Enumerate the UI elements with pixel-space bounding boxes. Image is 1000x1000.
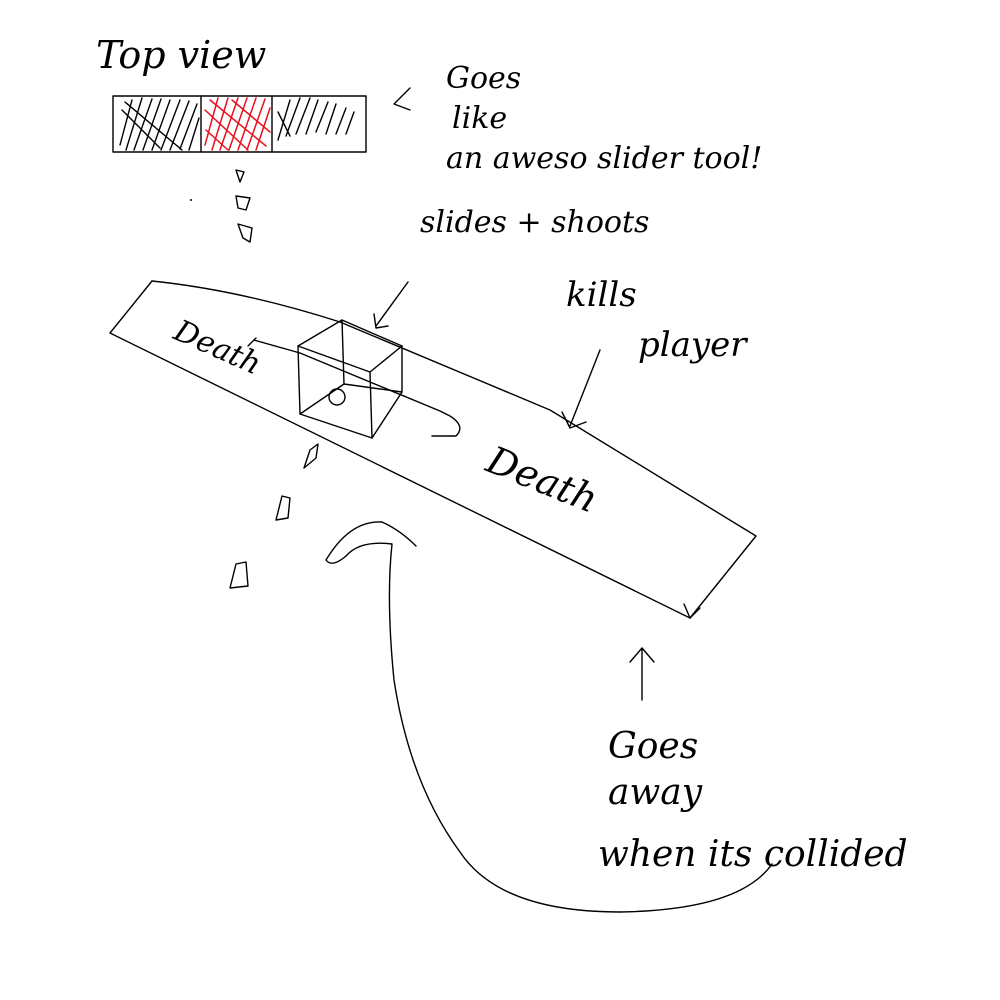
projectile-icon: [235, 169, 245, 183]
shot-icon: [275, 495, 291, 521]
bar-middle-red-hatch: [204, 97, 271, 151]
bar-outline: [112, 95, 367, 153]
beam-tip: [683, 603, 701, 619]
note-line-slider-tool: an aweso slider tool!: [446, 141, 762, 176]
up-arrow-icon: [629, 647, 655, 701]
slider-cube: [247, 319, 461, 439]
player-label: player: [638, 325, 748, 365]
cube-center-hole: [328, 388, 346, 406]
projectile-icon: [235, 195, 251, 211]
projectile-icon: [237, 223, 253, 243]
cube-front-face: [297, 345, 373, 439]
kills-label: kills: [566, 275, 637, 315]
cube-back-edge: [341, 319, 345, 385]
top-view-label: Top view: [96, 33, 266, 77]
top-view-bar: [112, 95, 367, 243]
goes-label: Goes: [608, 726, 698, 767]
note-line-goes: Goes: [446, 61, 521, 96]
note-line-like: like: [452, 101, 507, 136]
loop-arrow-icon: [325, 521, 773, 913]
dot-mark: [190, 199, 192, 201]
cube-motion-path: [253, 339, 461, 437]
pointer-bracket-icon: [393, 87, 411, 111]
arrow-to-cube-icon: [373, 281, 409, 329]
beam-lower-edge: [109, 280, 691, 619]
when-collided-label: when its collided: [598, 834, 908, 875]
away-label: away: [608, 772, 703, 813]
note-line-slides-shoots: slides + shoots: [420, 205, 649, 240]
bar-right-hatch: [277, 97, 355, 141]
arrow-to-beam-icon: [561, 349, 601, 429]
shot-icon: [303, 443, 319, 469]
motion-arrow-icon: [247, 337, 257, 347]
shot-icon: [229, 561, 249, 589]
bar-left-hatch: [119, 97, 200, 151]
